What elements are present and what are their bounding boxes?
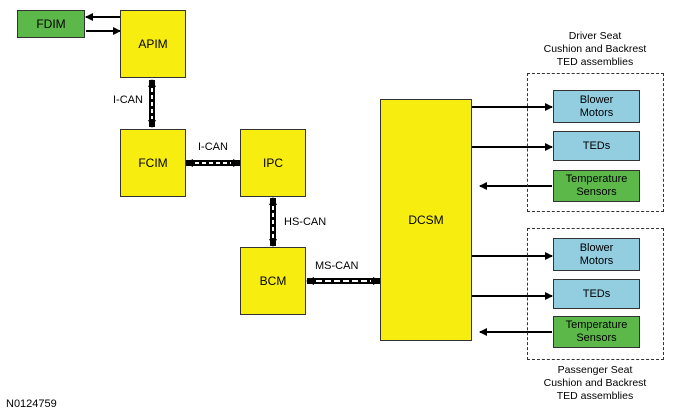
fcim-ipc-bus-label: I-CAN [198,141,228,153]
passenger-group-caption: Passenger Seat Cushion and Backrest TED … [530,364,660,403]
passenger-group-border [527,228,664,360]
fdim-label: FDIM [36,16,66,31]
driver-group-caption: Driver Seat Cushion and Backrest TED ass… [530,30,660,69]
passenger-caption-line3: TED assemblies [556,390,634,402]
dcsm-box: DCSM [380,99,472,341]
passenger-temp-line1: Temperature [565,319,628,331]
bcm-box: BCM [240,247,306,315]
driver-group-border [527,73,664,212]
ipc-bcm-bus-label: HS-CAN [284,216,327,228]
driver-blower-motors-box: Blower Motors [553,90,640,123]
driver-caption-line3: TED assemblies [556,56,634,68]
ipc-box: IPC [240,129,306,197]
apim-box: APIM [120,10,186,78]
passenger-teds-box: TEDs [553,279,640,309]
passenger-teds-label: TEDs [582,287,611,300]
driver-caption-line1: Driver Seat [568,30,622,42]
figure-id: N0124759 [6,398,57,410]
driver-temp-line2: Sensors [576,186,617,198]
driver-teds-label: TEDs [582,139,611,152]
fcim-box: FCIM [120,129,186,197]
passenger-caption-line1: Passenger Seat [557,364,633,376]
passenger-blower-line1: Blower [579,241,614,254]
passenger-temperature-sensors-box: Temperature Sensors [553,316,640,348]
driver-teds-box: TEDs [553,131,640,161]
bcm-label: BCM [259,274,287,288]
driver-blower-line2: Motors [579,106,614,119]
bcm-dcsm-bus-label: MS-CAN [315,260,359,272]
driver-caption-line2: Cushion and Backrest [543,43,647,55]
apim-fcim-bus-label: I-CAN [113,94,143,106]
driver-temp-line1: Temperature [565,173,628,185]
fcim-label: FCIM [138,156,168,170]
ipc-label: IPC [262,156,283,170]
passenger-blower-motors-box: Blower Motors [553,238,640,271]
driver-temperature-sensors-box: Temperature Sensors [553,170,640,202]
passenger-caption-line2: Cushion and Backrest [543,377,647,389]
passenger-temp-line2: Sensors [576,332,617,344]
dcsm-label: DCSM [408,213,444,227]
apim-label: APIM [138,37,168,51]
fdim-box: FDIM [17,10,85,38]
passenger-blower-line2: Motors [579,254,614,267]
driver-blower-line1: Blower [579,93,614,106]
